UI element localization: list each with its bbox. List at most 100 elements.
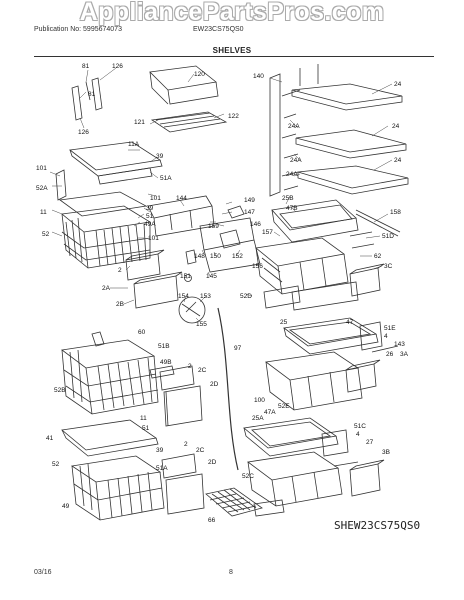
callout-101: 101 xyxy=(36,165,47,172)
callout-159: 159 xyxy=(208,223,219,230)
callout-151: 151 xyxy=(180,273,191,280)
shelf-120 xyxy=(149,65,228,133)
callout-120: 120 xyxy=(194,71,205,78)
callout-52: 52 xyxy=(42,231,50,238)
callout-39: 39 xyxy=(156,447,164,454)
callout-24A: 24A xyxy=(286,171,298,178)
model-number: EW23CS75QS0 xyxy=(193,26,244,33)
callout-47: 47 xyxy=(346,319,354,326)
callout-52C: 52C xyxy=(242,473,254,480)
callout-11: 11 xyxy=(140,415,147,422)
callout-51A: 51A xyxy=(160,175,172,182)
callout-2: 2 xyxy=(118,267,122,274)
watermark: AppliancePartsPros.com xyxy=(79,0,385,26)
callout-100: 100 xyxy=(254,397,265,404)
callout-122: 122 xyxy=(228,113,239,120)
callout-146: 146 xyxy=(250,221,261,228)
callout-25A: 25A xyxy=(252,415,264,422)
callout-52D: 52D xyxy=(240,293,252,300)
callout-126: 126 xyxy=(112,63,123,70)
callout-24: 24 xyxy=(394,157,402,164)
callout-11: 11 xyxy=(40,209,47,216)
callout-81: 81 xyxy=(88,91,96,98)
crisper-drawer-47A xyxy=(243,417,385,517)
callout-25: 25 xyxy=(280,319,288,326)
callout-49A: 49A xyxy=(144,221,156,228)
callout-2D: 2D xyxy=(208,459,217,466)
callout-2D: 2D xyxy=(210,381,219,388)
callout-2A: 2A xyxy=(102,285,111,292)
callout-2: 2 xyxy=(184,441,188,448)
callout-144: 144 xyxy=(176,195,187,202)
callout-24A: 24A xyxy=(288,123,300,130)
callout-121: 121 xyxy=(134,119,145,126)
callout-49B: 49B xyxy=(160,359,172,366)
callout-155: 155 xyxy=(196,321,207,328)
callout-66: 66 xyxy=(208,517,216,524)
callout-149: 149 xyxy=(244,197,255,204)
door-bin-2A xyxy=(125,249,183,309)
callout-25B: 25B xyxy=(282,195,294,202)
callout-2C: 2C xyxy=(196,447,205,454)
callout-47B: 47B xyxy=(286,205,298,212)
callout-51: 51 xyxy=(142,425,150,432)
callout-157: 157 xyxy=(262,229,273,236)
callout-3A: 3A xyxy=(400,351,409,358)
drain-tube-97 xyxy=(217,307,239,471)
callout-101: 101 xyxy=(150,195,161,202)
publication-number: Publication No: 5995674073 xyxy=(34,26,122,33)
callout-101: 101 xyxy=(148,235,159,242)
callout-24: 24 xyxy=(392,123,400,130)
callout-140: 140 xyxy=(253,73,264,80)
callout-150: 150 xyxy=(210,253,221,260)
footer-date: 03/16 xyxy=(34,569,52,576)
crisper-drawer-47B xyxy=(255,199,401,311)
callout-97: 97 xyxy=(234,345,242,352)
callout-152: 152 xyxy=(232,253,243,260)
callout-24: 24 xyxy=(394,81,402,88)
callout-156: 156 xyxy=(252,263,263,270)
callout-52E: 52E xyxy=(278,403,290,410)
callout-52B: 52B xyxy=(54,387,66,394)
callout-51: 51 xyxy=(146,213,154,220)
callout-60: 60 xyxy=(138,329,146,336)
callout-3B: 3B xyxy=(382,449,390,456)
wire-basket-52B xyxy=(60,331,175,415)
callout-2B: 2B xyxy=(116,301,124,308)
callout-27: 27 xyxy=(366,439,374,446)
callout-52A: 52A xyxy=(36,185,48,192)
callout-49: 49 xyxy=(62,503,70,510)
door-bin-2C xyxy=(159,365,205,515)
dispenser-parts xyxy=(147,195,261,324)
callout-81: 81 xyxy=(82,63,90,70)
grille-66 xyxy=(205,487,263,517)
callout-148: 148 xyxy=(194,253,205,260)
callout-143: 143 xyxy=(394,341,405,348)
callout-39: 39 xyxy=(156,153,164,160)
door-bin-3C xyxy=(349,263,385,297)
freezer-shelf-11A xyxy=(55,141,163,217)
callout-51E: 51E xyxy=(384,325,396,332)
wire-basket-52 xyxy=(61,205,152,269)
callout-154: 154 xyxy=(178,293,189,300)
callout-39: 39 xyxy=(146,205,154,212)
callout-126: 126 xyxy=(78,129,89,136)
callout-51B: 51B xyxy=(158,343,170,350)
page-number: 8 xyxy=(229,569,233,576)
callout-3C: 3C xyxy=(384,263,393,270)
shelf-rail-parts xyxy=(71,77,103,121)
callout-145: 145 xyxy=(206,273,217,280)
callout-2C: 2C xyxy=(198,367,207,374)
callout-47A: 47A xyxy=(264,409,276,416)
callout-2: 2 xyxy=(188,363,192,370)
callout-158: 158 xyxy=(390,209,401,216)
glass-shelves-24 xyxy=(269,64,409,197)
diagram-code: SHEW23CS75QS0 xyxy=(334,519,421,532)
callout-24A: 24A xyxy=(290,157,302,164)
callout-4: 4 xyxy=(384,333,388,340)
section-title: SHELVES xyxy=(212,46,252,55)
callout-51D: 51D xyxy=(382,233,394,240)
callout-51C: 51C xyxy=(354,423,366,430)
crisper-drawer-47 xyxy=(264,317,399,411)
